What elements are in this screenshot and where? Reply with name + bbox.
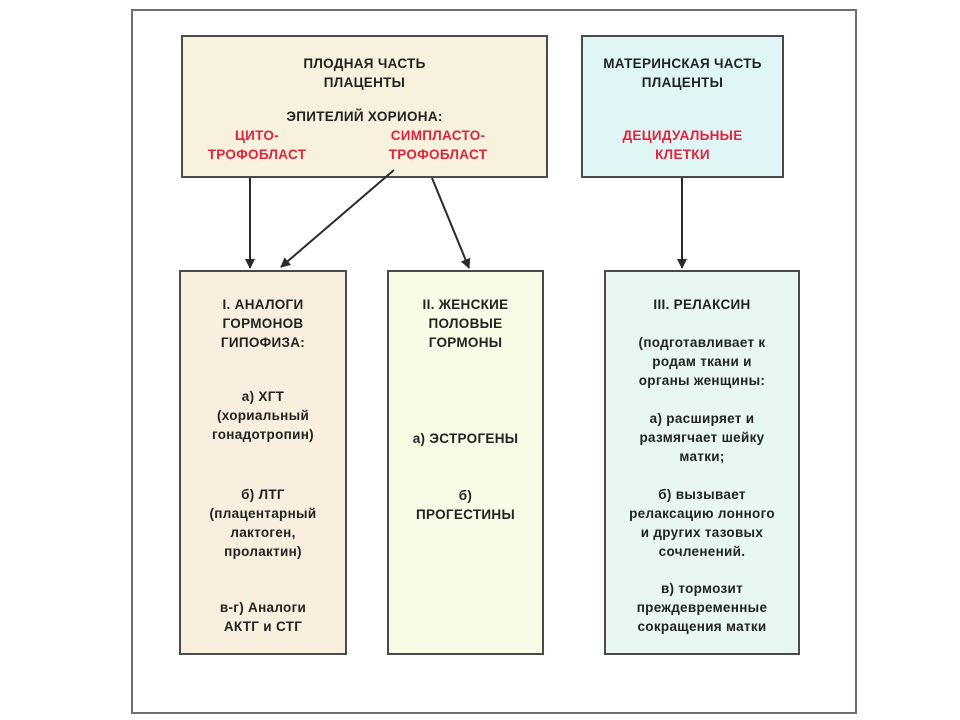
actg-stg-item: в-г) Аналоги АКТГ и СТГ [181, 598, 345, 636]
relaxin-note-line: (подготавливает к [638, 335, 766, 350]
relaxin-a-line: матки; [679, 449, 725, 464]
maternal-part-title: МАТЕРИНСКАЯ ЧАСТЬ ПЛАЦЕНТЫ [583, 54, 782, 92]
relaxin-box: III. РЕЛАКСИН (подготавливает к родам тк… [604, 270, 800, 655]
relaxin-note-line: родам ткани и [652, 354, 752, 369]
relaxin-b-line: б) вызывает [658, 487, 746, 502]
actg-stg-line: АКТГ и СТГ [223, 619, 303, 634]
maternal-title-line: ПЛАЦЕНТЫ [641, 75, 724, 90]
relaxin-a-line: размягчает шейку [639, 430, 765, 445]
relaxin-a-line: а) расширяет и [649, 411, 755, 426]
relaxin-c-line: преждевременные [636, 600, 768, 615]
decidual-cells-label: ДЕЦИДУАЛЬНЫЕ КЛЕТКИ [583, 126, 782, 164]
ltg-line: (плацентарный [209, 506, 317, 521]
progestins-item: б) ПРОГЕСТИНЫ [389, 486, 542, 524]
relaxin-title: III. РЕЛАКСИН [606, 295, 798, 314]
syncytiotrophoblast-label: СИМПЛАСТО- ТРОФОБЛАСТ [363, 126, 513, 164]
maternal-title-line: МАТЕРИНСКАЯ ЧАСТЬ [603, 56, 762, 71]
relaxin-note: (подготавливает к родам ткани и органы ж… [606, 333, 798, 390]
relaxin-title-line: III. РЕЛАКСИН [653, 297, 751, 312]
col1-title-line: ГИПОФИЗА: [220, 335, 306, 350]
fetal-title-line: ПЛОДНАЯ ЧАСТЬ [303, 56, 426, 71]
ltg-line: б) ЛТГ [241, 487, 285, 502]
relaxin-c-line: в) тормозит [660, 581, 744, 596]
chorion-epithelium-text: ЭПИТЕЛИЙ ХОРИОНА: [286, 109, 443, 124]
pituitary-analogs-title: I. АНАЛОГИ ГОРМОНОВ ГИПОФИЗА: [181, 295, 345, 352]
relaxin-item-c: в) тормозит преждевременные сокращения м… [606, 579, 798, 636]
fetal-title-line: ПЛАЦЕНТЫ [323, 75, 406, 90]
relaxin-b-line: релаксацию лонного [629, 506, 775, 521]
progestins-line: б) [458, 488, 473, 503]
chorion-epithelium-label: ЭПИТЕЛИЙ ХОРИОНА: [183, 107, 546, 126]
progestins-line: ПРОГЕСТИНЫ [415, 507, 516, 522]
cytotrophoblast-line: ЦИТО- [235, 128, 279, 143]
cytotrophoblast-line: ТРОФОБЛАСТ [207, 147, 307, 162]
col1-title-line: ГОРМОНОВ [222, 316, 304, 331]
col2-title-line: ГОРМОНЫ [428, 335, 503, 350]
fetal-part-title: ПЛОДНАЯ ЧАСТЬ ПЛАЦЕНТЫ [183, 54, 546, 92]
hcg-line: (хориальный [216, 408, 310, 423]
fetal-part-box: ПЛОДНАЯ ЧАСТЬ ПЛАЦЕНТЫ ЭПИТЕЛИЙ ХОРИОНА:… [181, 35, 548, 178]
relaxin-note-line: органы женщины: [638, 373, 766, 388]
relaxin-item-b: б) вызывает релаксацию лонного и других … [606, 485, 798, 561]
decidual-cells-line: ДЕЦИДУАЛЬНЫЕ [622, 128, 743, 143]
hcg-line: а) ХГТ [241, 389, 285, 404]
actg-stg-line: в-г) Аналоги [219, 600, 307, 615]
female-sex-hormones-title: II. ЖЕНСКИЕ ПОЛОВЫЕ ГОРМОНЫ [389, 295, 542, 352]
col2-title-line: II. ЖЕНСКИЕ [422, 297, 509, 312]
hcg-line: гонадотропин) [212, 427, 314, 442]
col2-title-line: ПОЛОВЫЕ [428, 316, 503, 331]
cytotrophoblast-label: ЦИТО- ТРОФОБЛАСТ [197, 126, 317, 164]
pituitary-analogs-box: I. АНАЛОГИ ГОРМОНОВ ГИПОФИЗА: а) ХГТ (хо… [179, 270, 347, 655]
decidual-cells-line: КЛЕТКИ [655, 147, 710, 162]
ltg-line: лактоген, [230, 525, 296, 540]
maternal-part-box: МАТЕРИНСКАЯ ЧАСТЬ ПЛАЦЕНТЫ ДЕЦИДУАЛЬНЫЕ … [581, 35, 784, 178]
relaxin-item-a: а) расширяет и размягчает шейку матки; [606, 409, 798, 466]
ltg-line: пролактин) [224, 544, 302, 559]
col1-title-line: I. АНАЛОГИ [222, 297, 304, 312]
female-sex-hormones-box: II. ЖЕНСКИЕ ПОЛОВЫЕ ГОРМОНЫ а) ЭСТРОГЕНЫ… [387, 270, 544, 655]
relaxin-b-line: сочленений. [658, 544, 746, 559]
syncytiotrophoblast-line: СИМПЛАСТО- [390, 128, 486, 143]
syncytiotrophoblast-line: ТРОФОБЛАСТ [388, 147, 488, 162]
diagram-frame [131, 9, 857, 714]
relaxin-c-line: сокращения матки [637, 619, 767, 634]
ltg-item: б) ЛТГ (плацентарный лактоген, пролактин… [181, 485, 345, 561]
relaxin-b-line: и других тазовых [640, 525, 764, 540]
hcg-item: а) ХГТ (хориальный гонадотропин) [181, 387, 345, 444]
estrogens-item: а) ЭСТРОГЕНЫ [389, 429, 542, 448]
estrogens-line: а) ЭСТРОГЕНЫ [412, 431, 519, 446]
